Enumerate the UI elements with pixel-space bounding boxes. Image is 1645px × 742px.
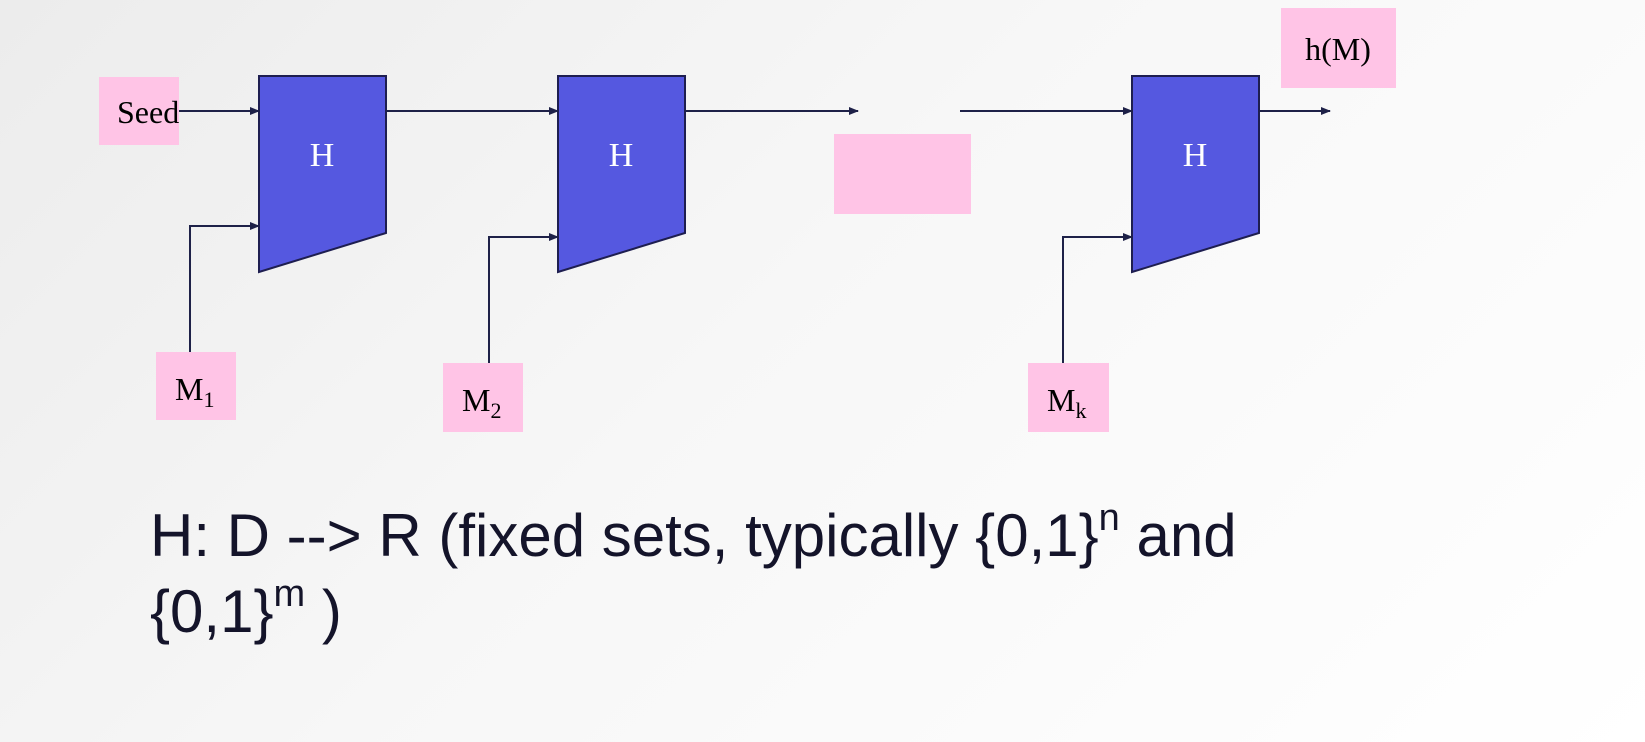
- m2-base: M: [462, 382, 490, 418]
- mk-subscript: k: [1075, 398, 1086, 423]
- hash-block-3: [1131, 75, 1260, 274]
- m1-subscript: 1: [203, 387, 214, 412]
- hash-label-3: H: [1183, 137, 1208, 174]
- hash-definition-caption: H: D --> R (fixed sets, typically {0,1}n…: [150, 498, 1350, 650]
- hash-label-2: H: [609, 137, 634, 174]
- caption-part2: and {0,1}: [150, 502, 1237, 645]
- mk-base: M: [1047, 382, 1075, 418]
- m2-subscript: 2: [490, 398, 501, 423]
- hash-block-1: [258, 75, 387, 274]
- caption-sup-m: m: [273, 573, 306, 615]
- caption-part3: ): [305, 578, 342, 645]
- hash-block-2: [557, 75, 686, 274]
- ellipsis-box: [834, 134, 971, 214]
- output-box: [1281, 8, 1396, 88]
- mk-label: Mk: [1047, 382, 1086, 423]
- hash-label-1: H: [310, 137, 335, 174]
- m1-box: [156, 352, 236, 420]
- arrow-mk-to-h3: [1062, 233, 1133, 363]
- seed-label: Seed: [117, 94, 179, 130]
- arrow-m1-to-h1: [189, 222, 260, 352]
- caption-sup-n: n: [1098, 497, 1120, 539]
- caption-part1: H: D --> R (fixed sets, typically {0,1}: [150, 502, 1099, 569]
- m1-label: M1: [175, 371, 214, 412]
- m2-box: [443, 363, 523, 432]
- seed-box: [99, 77, 179, 145]
- mk-box: [1028, 363, 1109, 432]
- m2-label: M2: [462, 382, 501, 423]
- m1-base: M: [175, 371, 203, 407]
- arrow-m2-to-h2: [488, 233, 559, 363]
- output-label: h(M): [1305, 31, 1371, 67]
